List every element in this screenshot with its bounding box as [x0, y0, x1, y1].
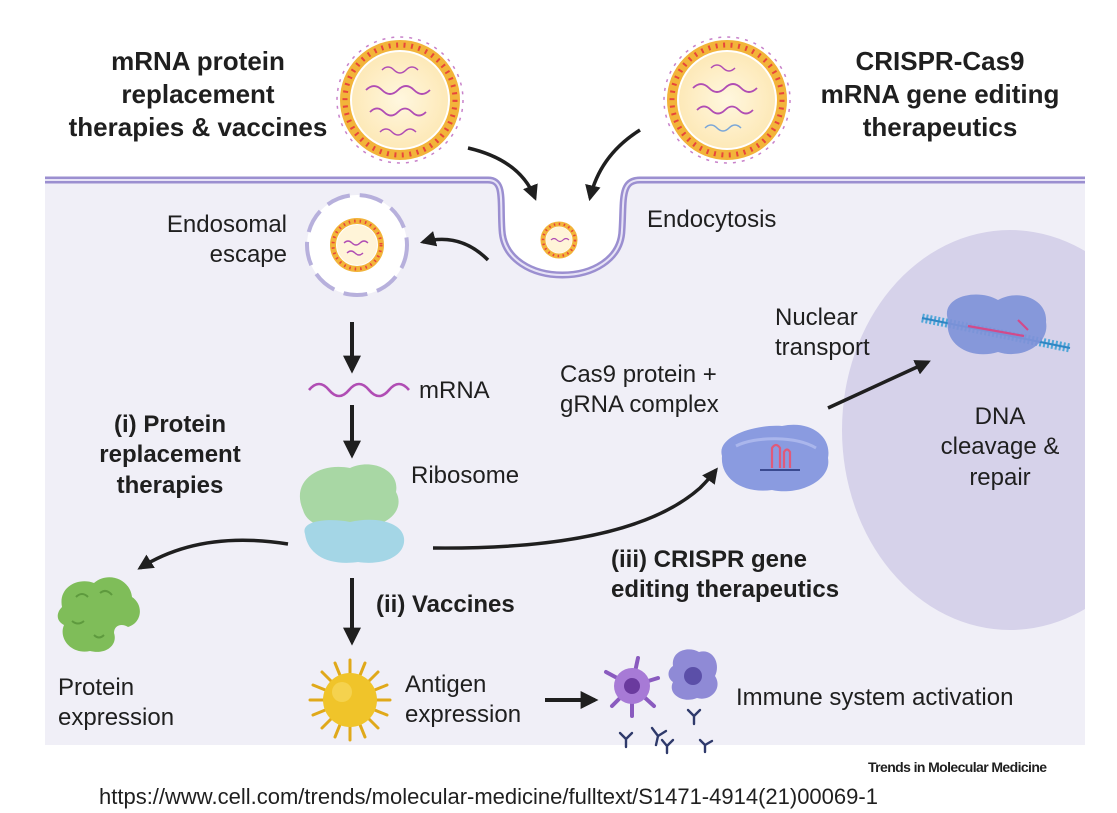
- mrna-label: mRNA: [419, 377, 490, 404]
- journal-credit: Trends in Molecular Medicine: [868, 759, 1047, 775]
- dna-cleavage-label: DNA cleavage & repair: [940, 403, 1060, 491]
- dna-cleavage-icon: [921, 294, 1071, 355]
- immune-activation-label: Immune system activation: [736, 684, 1014, 711]
- lipid-nanoparticle-icon: [336, 36, 464, 164]
- mrna-protein-therapies-title: mRNA protein replacement therapies & vac…: [68, 46, 328, 143]
- ribosome-label: Ribosome: [411, 462, 520, 489]
- arrow-lnp-left-to-pit: [467, 146, 538, 201]
- protein-icon: [57, 577, 140, 652]
- protein-replacement-label: (i) Protein replacement therapies: [99, 411, 241, 499]
- arrow-ribosome-to-protein: [137, 538, 289, 570]
- source-url[interactable]: https://www.cell.com/trends/molecular-me…: [99, 784, 878, 809]
- arrow-lnp-right-to-pit: [585, 128, 641, 202]
- arrow-cas9-to-nucleus: [827, 360, 931, 410]
- endosome-icon: [305, 193, 409, 297]
- arrow-pit-to-endosome: [419, 231, 490, 262]
- mrna-strand-icon: [308, 382, 410, 398]
- crispr-cas9-title: CRISPR-Cas9 mRNA gene editing therapeuti…: [820, 46, 1060, 143]
- endosomal-escape-label: Endosomal escape: [166, 211, 287, 269]
- macrophage-icon: [668, 649, 718, 700]
- nucleus: [842, 230, 1085, 630]
- cas9-complex-label: Cas9 protein + gRNA complex: [560, 361, 719, 419]
- antibody-icon: [618, 708, 714, 755]
- lipid-nanoparticle-icon: [663, 36, 791, 164]
- protein-expression-label: Protein expression: [58, 674, 175, 732]
- arrow-ribosome-to-cas9: [432, 467, 718, 550]
- endocytosis-label: Endocytosis: [647, 206, 777, 233]
- cytoplasm: [45, 180, 1085, 745]
- vaccines-label: (ii) Vaccines: [376, 591, 515, 618]
- antigen-icon: [308, 658, 392, 742]
- lipid-nanoparticle-icon: [540, 221, 578, 259]
- cas9-protein-icon: [721, 424, 829, 492]
- ribosome-icon: [299, 464, 405, 563]
- crispr-gene-editing-label: (iii) CRISPR gene editing therapeutics: [611, 546, 840, 604]
- dendritic-cell-icon: [604, 656, 660, 718]
- antigen-expression-label: Antigen expression: [405, 671, 522, 729]
- nuclear-transport-label: Nuclear transport: [775, 304, 870, 362]
